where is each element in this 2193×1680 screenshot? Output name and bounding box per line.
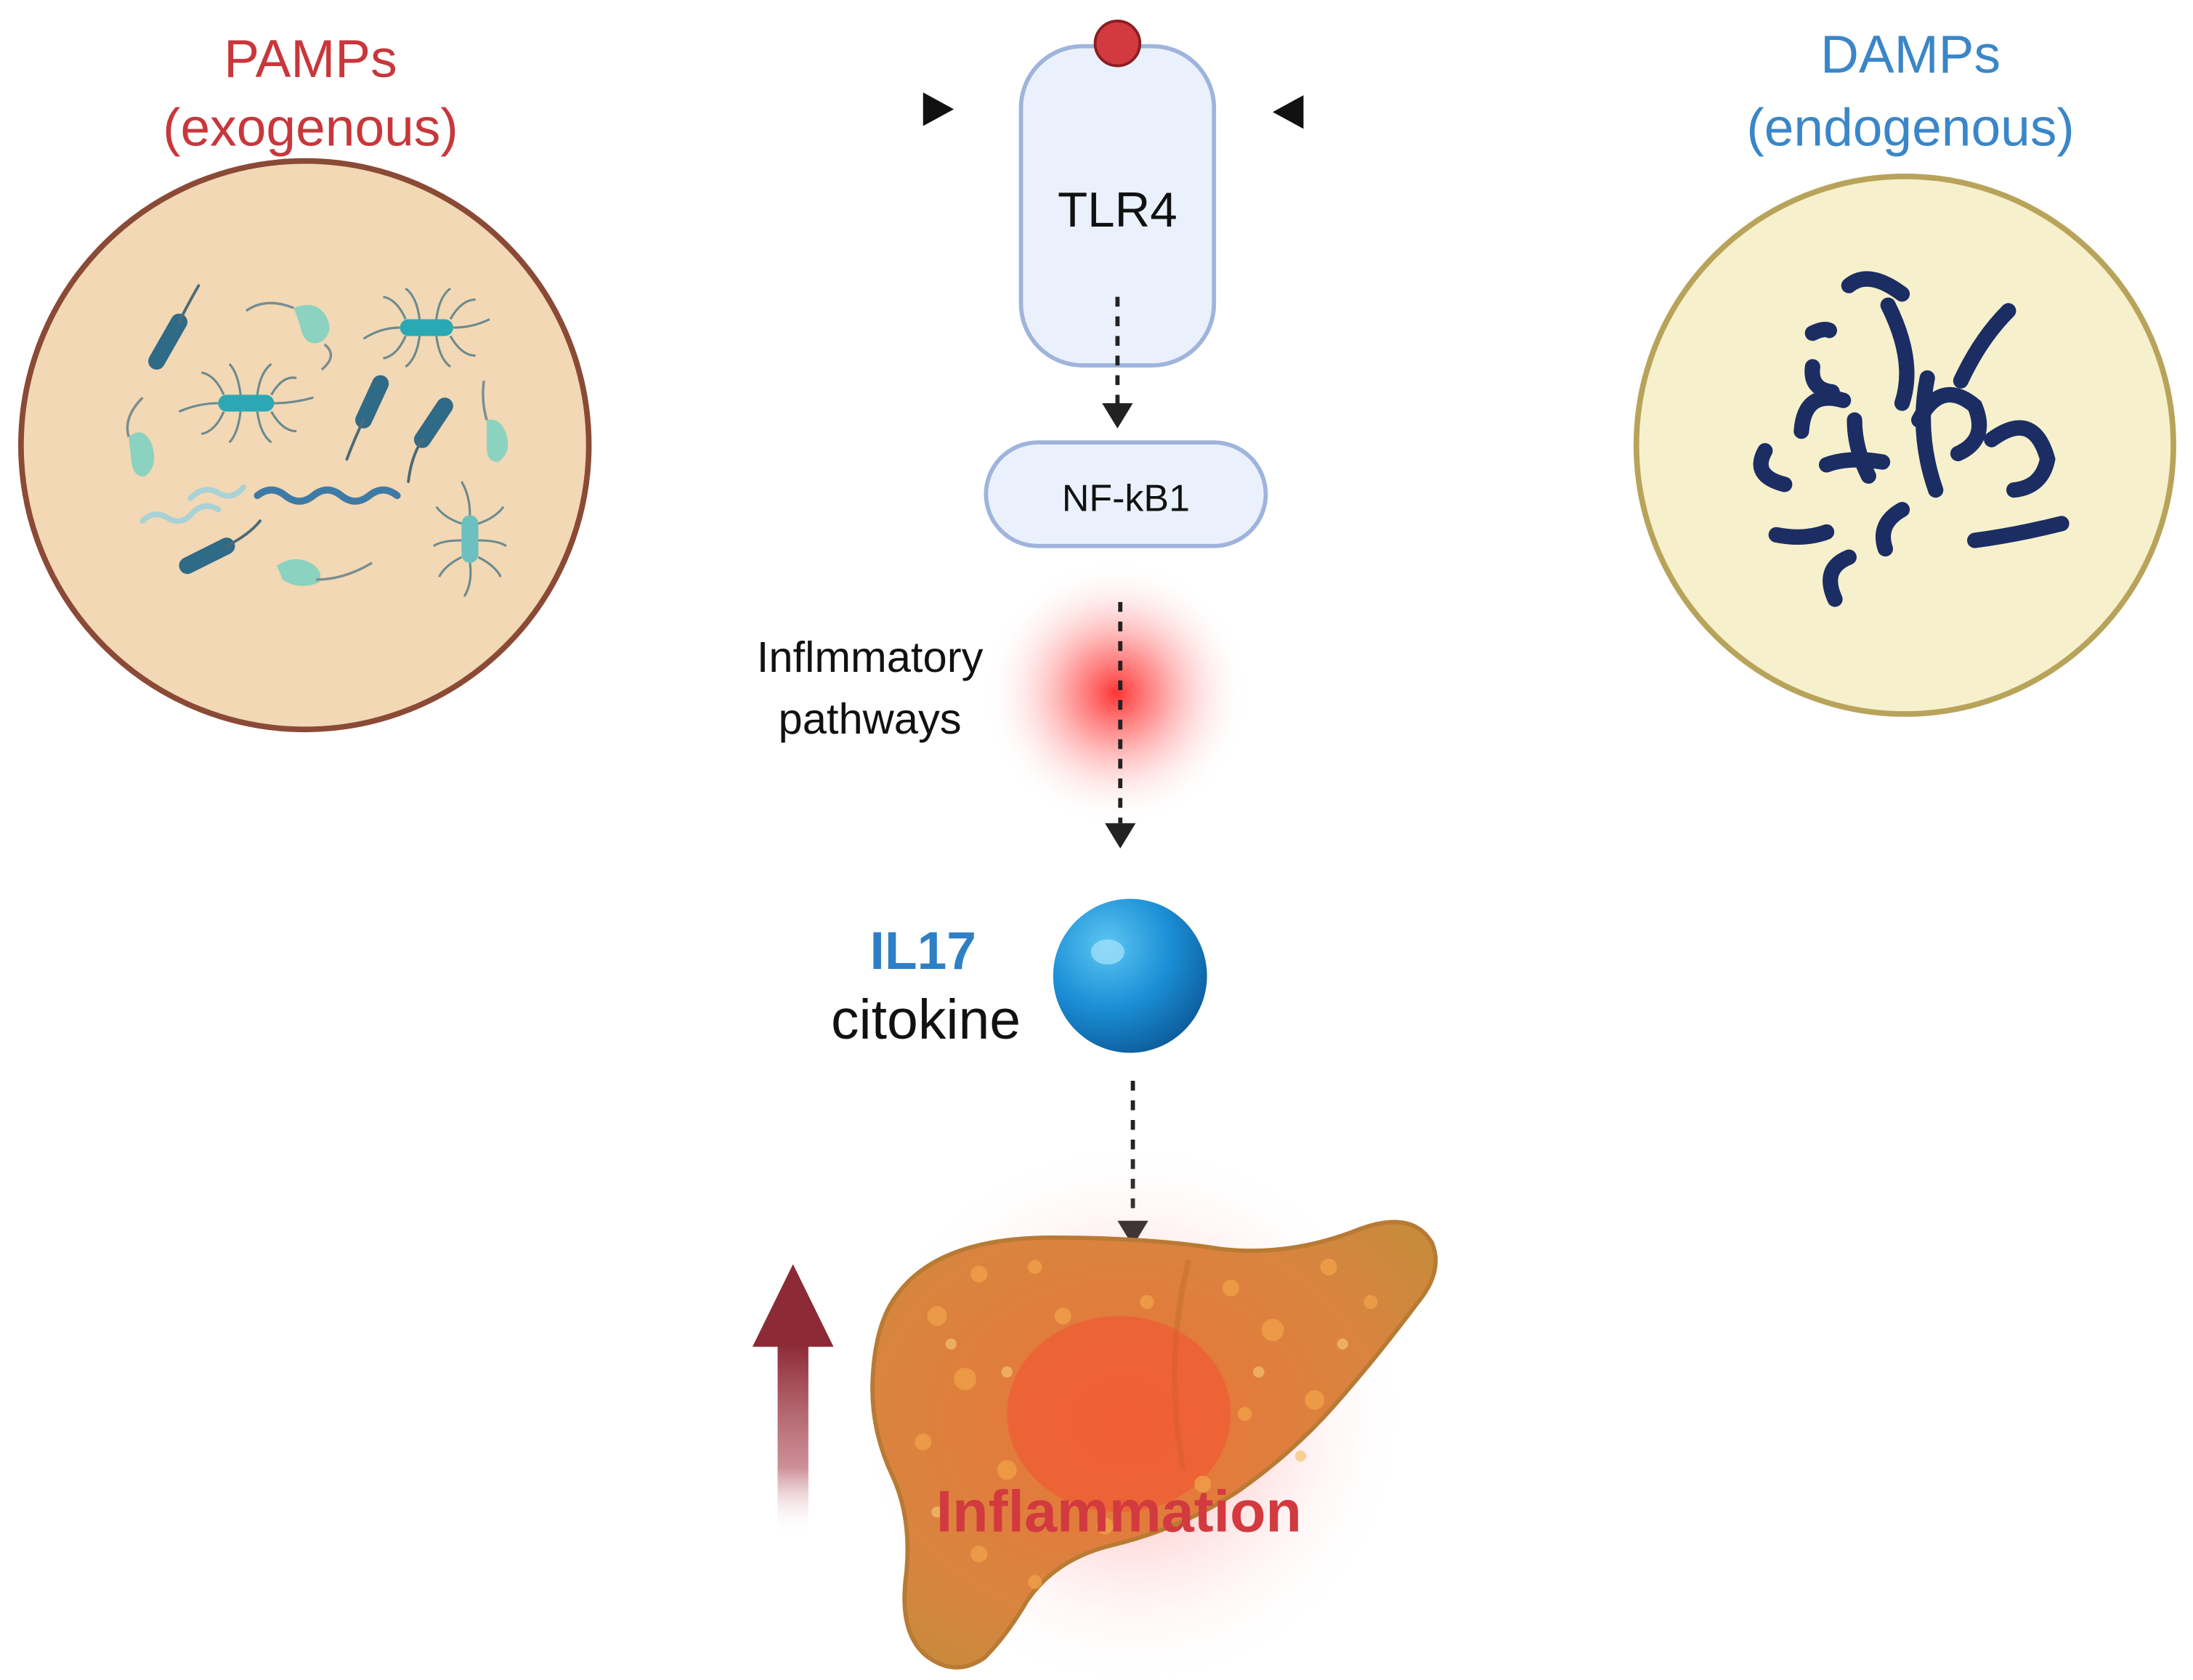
tlr4-receptor: TLR4: [1018, 19, 1217, 368]
bacteria-panel: [18, 158, 592, 733]
pamps-arrow: [548, 92, 954, 126]
il17-ball: [1053, 898, 1207, 1053]
arrow-tlr4-nfkb: [1102, 296, 1133, 429]
cytokine-label: citokine: [831, 989, 1021, 1051]
liver-icon: [870, 1220, 1438, 1670]
increase-arrow-icon: [752, 1264, 834, 1535]
inflammation-label: Inflammation: [936, 1480, 1302, 1545]
damps-arrow: [1273, 95, 1679, 129]
dna-panel: [1633, 174, 2176, 717]
bacteria-icon: [126, 284, 508, 597]
pathways-line2: pathways: [779, 694, 962, 743]
damps-title: DAMPs: [1820, 25, 2001, 84]
il17-label: IL17: [870, 921, 976, 981]
arrow-nfkb-il17: [1105, 601, 1136, 849]
inflammatory-glow: [983, 560, 1249, 827]
damps-subtitle: (endogenous): [1746, 97, 2074, 157]
pathways-line1: Inflmmatory: [757, 633, 984, 681]
nfkb1-label: NF-kB1: [1062, 478, 1190, 520]
pamps-subtitle: (exogenous): [163, 97, 458, 157]
pamps-title: PAMPs: [224, 29, 397, 89]
tlr4-label: TLR4: [1058, 183, 1177, 238]
dna-fragments-icon: [1753, 271, 2070, 607]
nfkb1-node: NF-kB1: [984, 440, 1268, 548]
